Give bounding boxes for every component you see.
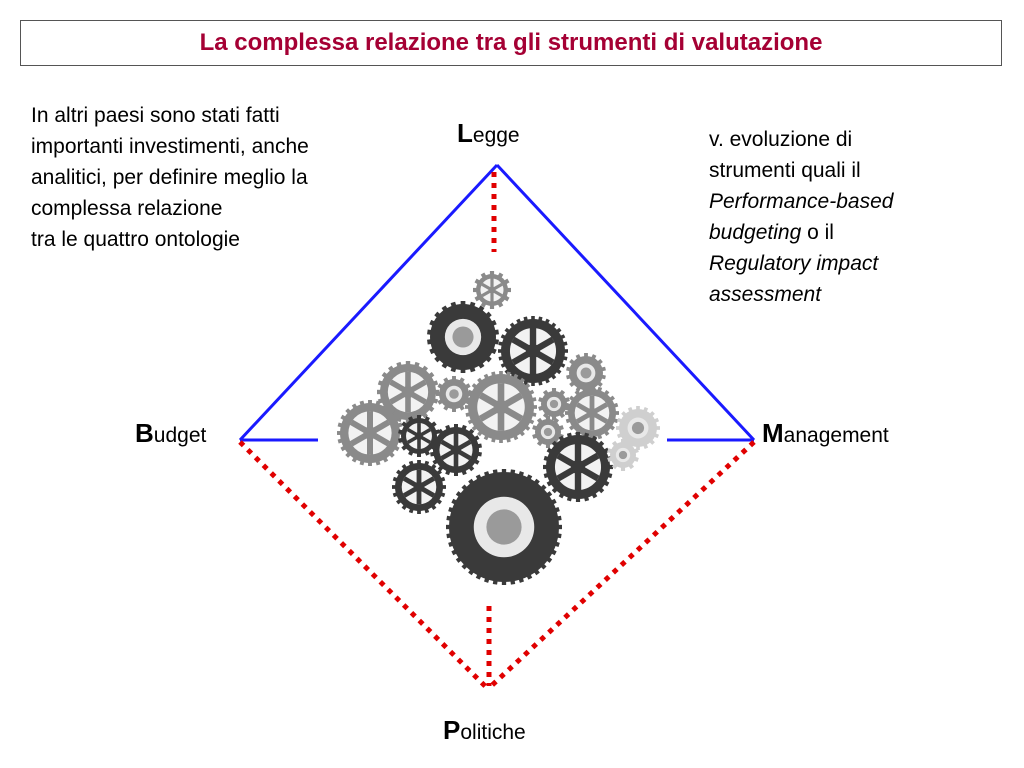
gear-13 [532,416,564,448]
edge-legge-budget [238,163,499,442]
vertex-legge-initial: L [457,118,473,148]
title-box: La complessa relazione tra gli strumenti… [20,20,1002,66]
gear-3 [498,316,568,386]
gear-9 [565,386,619,440]
edge-legge-management [495,163,756,442]
gear-7 [566,353,606,393]
left-description: In altri paesi sono stati fatti importan… [31,100,391,255]
vertex-management: Management [762,418,889,449]
right-line-1: v. evoluzione di [709,128,853,151]
gear-8 [538,388,570,420]
gear-12 [430,424,482,476]
dotted-management-politiche [487,440,756,690]
gear-6 [465,371,537,443]
vertex-budget-initial: B [135,418,154,448]
left-line-1: In altri paesi sono stati fatti [31,104,280,127]
gear-4 [377,361,439,423]
vertex-legge-rest: egge [472,124,520,147]
right-italic-1: Performance-based [709,190,894,213]
right-italic-2: budgeting [709,221,802,244]
gear-1 [473,271,511,309]
gear-16 [607,439,639,471]
gear-11 [398,415,440,457]
gear-18 [446,469,562,585]
vertex-politiche-initial: P [443,715,461,745]
left-line-2: importanti investimenti, anche [31,135,309,158]
right-line-2: strumenti quali il [709,159,861,182]
gear-14 [616,406,660,450]
vertex-management-rest: anagement [783,424,889,447]
vertex-legge: Legge [457,118,520,149]
gear-10 [337,400,403,466]
left-line-5: tra le quattro ontologie [31,228,240,251]
vertex-politiche-rest: olitiche [460,721,526,744]
gear-17 [392,460,446,514]
vertex-management-initial: M [762,418,784,448]
gear-15 [543,432,613,502]
vertex-budget-rest: udget [153,424,207,447]
vertex-politiche: Politiche [443,715,526,746]
dotted-budget-politiche [238,440,489,690]
gears-cluster-image [337,271,660,585]
slide-title: La complessa relazione tra gli strumenti… [199,29,823,56]
left-line-3: analitici, per definire meglio la [31,166,308,189]
gear-2 [427,301,499,373]
right-italic-3: Regulatory impact [709,252,879,275]
left-line-4: complessa relazione [31,197,223,220]
gear-5 [436,376,472,412]
vertex-budget: Budget [135,418,206,449]
right-description: v. evoluzione di strumenti quali il Perf… [709,124,1009,310]
right-italic-4: assessment [709,283,822,306]
right-normal-3: o il [801,221,834,244]
